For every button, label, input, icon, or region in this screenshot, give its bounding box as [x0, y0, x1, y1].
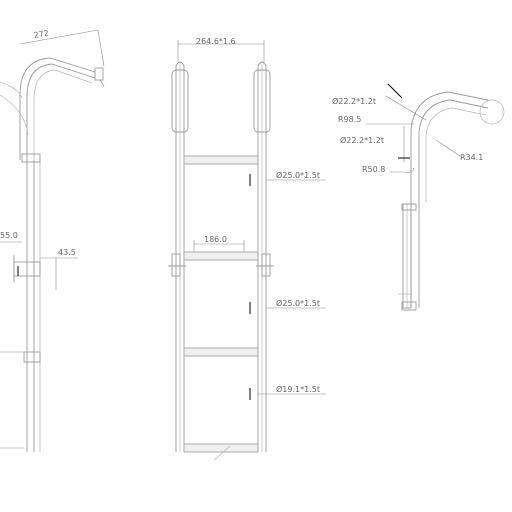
dim-272-label: 272: [33, 28, 50, 40]
left-clamp-3: [23, 351, 41, 363]
right-clamp-bottom: [401, 301, 417, 311]
tube3-label: Ø19.1*1.5t: [276, 384, 320, 394]
left-handle-outer: [19, 57, 96, 160]
right-clamp-top: [401, 203, 417, 211]
step-3: [183, 347, 259, 357]
dim-272-ext: [97, 29, 105, 67]
step-4: [183, 443, 259, 453]
front-break-mark: [213, 445, 231, 461]
dim-272-line: [19, 29, 99, 45]
radius2-leader: [435, 139, 461, 157]
left-arc-a: [0, 94, 29, 136]
left-handle-inner2: [33, 69, 93, 160]
rail-od-mark: [387, 83, 403, 99]
front-view: 264.6*1.6 186.0 Ø25.0*1.5t Ø25.0*1.5t: [168, 37, 326, 461]
dim-step-label: 186.0: [204, 235, 227, 244]
dim-55-label: 55.0: [0, 231, 18, 240]
rail-od-leader: [385, 95, 427, 121]
step-1: [183, 155, 259, 165]
radius2-label: R34.1: [460, 153, 483, 162]
step-2: [183, 251, 259, 261]
right-side-view: Ø22.2*1.2t R98.5 Ø22.2*1.2t R34.1 R50.8: [332, 83, 505, 311]
dim-43-label: 43.5: [58, 248, 76, 257]
tube1-label: Ø25.0*1.5t: [276, 170, 320, 180]
right-handle-inner: [418, 99, 489, 202]
front-hinge-right: [261, 253, 271, 277]
left-side-view: 272 55.0 43.5: [0, 28, 105, 452]
front-hinge-left: [171, 253, 181, 277]
front-left-grip: [171, 69, 189, 133]
dim-width-label: 264.6*1.6: [196, 37, 236, 46]
right-handle-inner2: [425, 107, 487, 202]
radius3-label: R50.8: [362, 165, 385, 174]
radius3-leader: [390, 167, 415, 173]
left-clamp-1: [21, 153, 41, 163]
right-detail-circle: [479, 99, 505, 125]
left-handle-tip: [99, 79, 105, 87]
front-right-grip: [253, 69, 271, 133]
radius1-label: R98.5: [338, 115, 361, 124]
rail-od-label: Ø22.2*1.2t: [332, 96, 376, 106]
left-arc-b: [0, 81, 23, 99]
left-handle-cap: [94, 67, 104, 81]
right-handle-outer: [410, 91, 489, 202]
tube2-label: Ø25.0*1.5t: [276, 298, 320, 308]
rail-od2-label: Ø22.2*1.2t: [340, 135, 384, 145]
left-handle-inner: [26, 63, 96, 160]
